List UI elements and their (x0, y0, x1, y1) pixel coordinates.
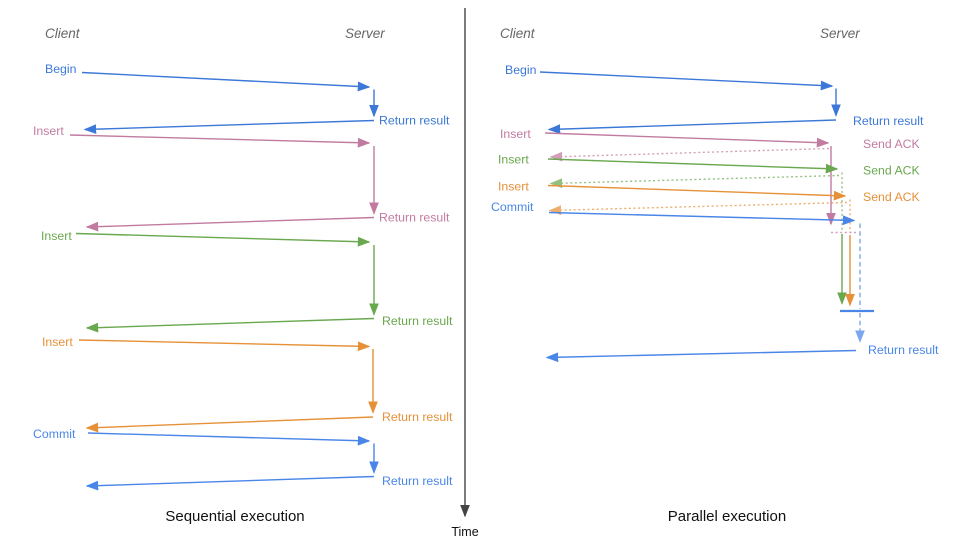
response-label: Send ACK (863, 164, 921, 178)
seq-op-commit: Commit Return result (33, 427, 453, 491)
par-op-insert-1: Insert Send ACK (500, 127, 921, 234)
server-lifeline-header: Server (345, 26, 385, 41)
response-label: Send ACK (863, 137, 921, 151)
response-label: Return result (868, 343, 939, 357)
request-arrow (547, 184, 847, 201)
return-arrow (85, 317, 375, 333)
request-arrow (548, 211, 856, 226)
return-arrow (547, 119, 837, 135)
sequential-panel-title: Sequential execution (165, 508, 304, 525)
op-label: Commit (33, 427, 76, 441)
op-label: Begin (45, 62, 77, 76)
return-label: Return result (382, 314, 453, 328)
return-arrow (545, 349, 857, 363)
op-label: Insert (33, 124, 64, 138)
request-arrow (539, 71, 834, 91)
request-arrow (78, 339, 371, 352)
request-arrow (69, 134, 371, 148)
return-arrow (83, 119, 375, 135)
return-label: Return result (379, 114, 450, 128)
seq-op-insert-2: Insert Return result (41, 229, 453, 333)
return-arrow (85, 475, 375, 491)
request-arrow (75, 232, 371, 247)
return-label: Return result (382, 410, 453, 424)
request-arrow (544, 132, 830, 148)
ack-dotted-return-arrow (548, 201, 848, 216)
request-arrow (547, 158, 839, 174)
time-axis: Time (451, 8, 479, 539)
op-label: Insert (42, 335, 73, 349)
ack-dotted-return-arrow (549, 147, 830, 162)
par-op-insert-3: Insert Send ACK (498, 180, 921, 307)
par-op-begin: Begin Return result (505, 63, 924, 135)
seq-op-insert-1: Insert Return result (33, 124, 450, 232)
request-arrow (87, 432, 371, 446)
server-lifeline-header: Server (820, 26, 860, 41)
parallel-panel-title: Parallel execution (668, 508, 786, 525)
op-label: Begin (505, 63, 537, 77)
client-lifeline-header: Client (45, 26, 81, 41)
time-axis-label: Time (451, 525, 478, 539)
seq-op-insert-3: Insert Return result (42, 335, 453, 433)
return-label: Return result (379, 211, 450, 225)
sequential-panel: Client Server Begin Return result Insert… (33, 26, 453, 525)
op-label: Insert (498, 153, 529, 167)
op-label: Insert (41, 229, 72, 243)
client-lifeline-header: Client (500, 26, 536, 41)
par-op-insert-2: Insert Send ACK (498, 153, 921, 305)
seq-op-begin: Begin Return result (45, 62, 450, 135)
op-label: Commit (491, 200, 534, 214)
return-arrow (85, 416, 374, 433)
op-label: Insert (498, 180, 529, 194)
request-arrow (81, 71, 371, 92)
par-op-commit: Commit Return result (491, 200, 939, 363)
ack-dotted-return-arrow (549, 174, 840, 189)
response-label: Send ACK (863, 190, 921, 204)
return-label: Return result (382, 474, 453, 488)
parallel-panel: Client Server Begin Return result Insert… (491, 26, 939, 525)
return-arrow (85, 216, 375, 232)
op-label: Insert (500, 127, 531, 141)
response-label: Return result (853, 114, 924, 128)
